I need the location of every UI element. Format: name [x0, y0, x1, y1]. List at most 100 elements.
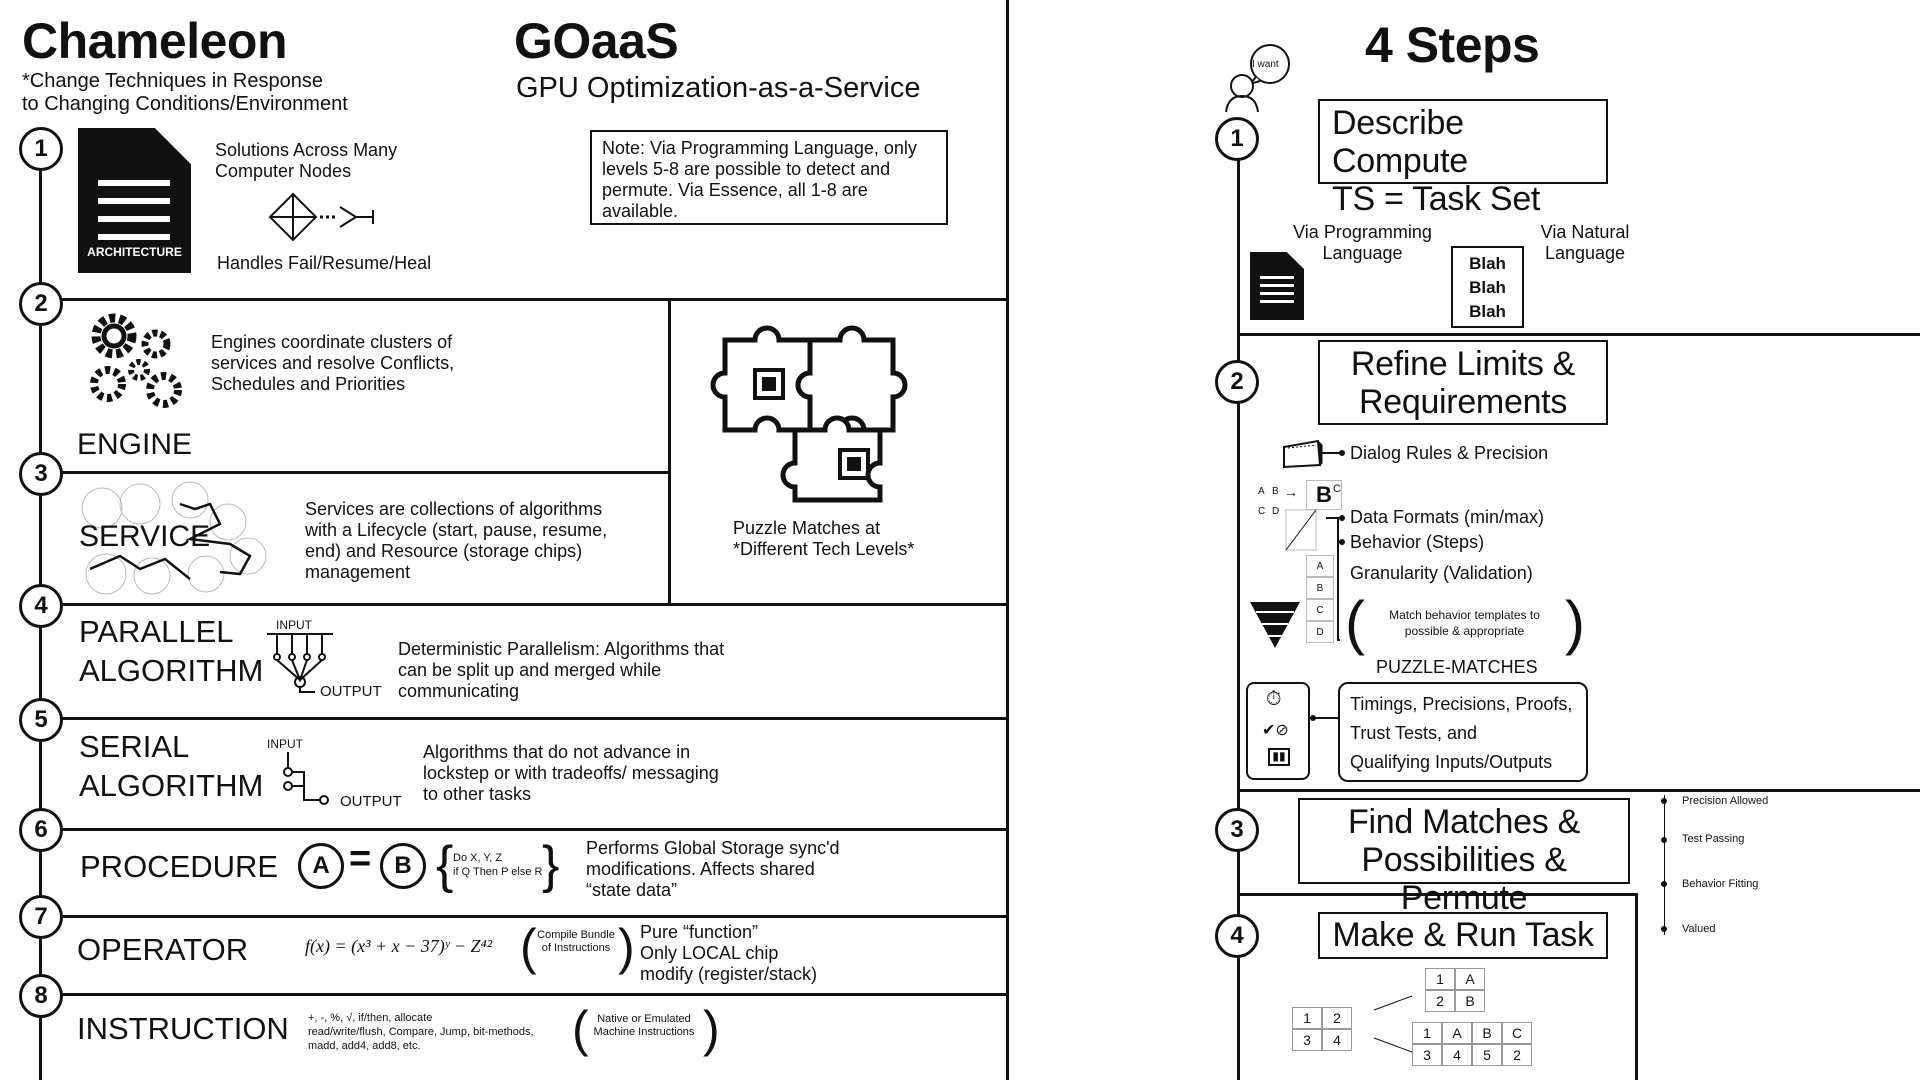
serial-label-2: ALGORITHM	[79, 768, 264, 803]
procedure-equals: =	[349, 838, 372, 880]
level-1-desc-1: Solutions Across Many	[215, 140, 398, 160]
step-1-badge: 1	[1215, 117, 1259, 161]
criteria-test-passing: Test Passing	[1682, 833, 1745, 845]
separator-6	[39, 828, 1008, 831]
operator-formula: f(x) = (x³ + x − 37)ʸ − Z⁴²	[305, 936, 493, 956]
puzzle-divider	[668, 298, 671, 604]
chameleon-subtitle-2: to Changing Conditions/Environment	[22, 93, 348, 115]
via-natural-1: Via Natural	[1540, 222, 1630, 242]
puzzle-icon	[710, 325, 908, 503]
chameleon-title: Chameleon	[22, 13, 288, 69]
procedure-a-circle: A	[298, 843, 344, 889]
procedure-right-brace: }	[542, 836, 560, 894]
template-left-paren: (	[1345, 589, 1365, 656]
blah-box: Blah Blah Blah	[1451, 246, 1524, 328]
level-6-badge: 6	[19, 808, 63, 852]
criteria-valued: Valued	[1682, 923, 1716, 935]
diagonal-cell-icon	[1285, 509, 1317, 551]
level-6-desc: Performs Global Storage sync'd modificat…	[586, 838, 840, 900]
ruler-icon	[1283, 439, 1345, 469]
parallel-label-1: PARALLEL	[79, 614, 234, 649]
step-2-box: Refine Limits & Requirements	[1318, 340, 1608, 425]
step-1-box: Describe Compute TS = Task Set	[1318, 99, 1608, 218]
step-4-box: Make & Run Task	[1318, 912, 1608, 959]
data-formats-text: Data Formats (min/max)	[1350, 507, 1545, 527]
level-3-badge: 3	[19, 452, 63, 496]
parallel-input-label: INPUT	[276, 618, 312, 632]
procedure-brace-line-2: if Q Then P else R	[453, 866, 543, 878]
level-2-badge: 2	[19, 282, 63, 326]
service-label: SERVICE	[79, 520, 211, 553]
instruction-ops-2: read/write/flush, Compare, Jump, bit-met…	[308, 1026, 534, 1038]
person-speaking-icon	[1225, 44, 1290, 113]
step-3-title-1: Find Matches &	[1347, 803, 1580, 841]
abcd-column: A B C D	[1306, 555, 1334, 643]
granularity-text: Granularity (Validation)	[1350, 563, 1533, 583]
instruction-right-paren: )	[703, 1001, 720, 1057]
goaas-note: Note: Via Programming Language, only lev…	[590, 130, 948, 225]
serial-flow-icon	[283, 752, 329, 805]
criteria-precision: Precision Allowed	[1682, 795, 1769, 807]
checks-connector	[1310, 715, 1338, 721]
level-3-desc: Services are collections of algorithms w…	[305, 499, 608, 582]
parallel-label-2: ALGORITHM	[79, 653, 264, 688]
step-3-box: Find Matches & Possibilities & Permute	[1298, 798, 1630, 917]
criteria-line	[1664, 795, 1665, 935]
via-natural-2: Language	[1544, 243, 1626, 263]
gears-icon	[90, 313, 182, 408]
instruction-left-paren: (	[572, 1001, 589, 1057]
serial-label-1: SERIAL	[79, 729, 190, 764]
architecture-document-icon: ARCHITECTURE	[78, 128, 191, 273]
level-7-desc-1: Pure “function”	[640, 922, 759, 942]
procedure-label: PROCEDURE	[80, 849, 279, 884]
match-templates-1: Match behavior templates to	[1389, 608, 1540, 622]
chameleon-subtitle-1: *Change Techniques in Response	[22, 70, 323, 92]
separator-5	[39, 717, 1008, 720]
right-spine	[1237, 118, 1240, 1080]
step-3-badge: 3	[1215, 808, 1259, 852]
parallel-output-label: OUTPUT	[320, 683, 382, 700]
bar-chart-icon: ▮▮	[1268, 748, 1290, 766]
separator-8	[39, 993, 1008, 996]
right-separator-4	[1237, 893, 1637, 896]
instruction-label: INSTRUCTION	[77, 1011, 289, 1046]
level-4-desc: Deterministic Parallelism: Algorithms th…	[398, 639, 725, 701]
operator-paren-text: Compile Bundle of Instructions	[537, 929, 615, 954]
procedure-brace-line-1: Do X, Y, Z	[453, 852, 503, 864]
step-4-title-1: Make & Run Task	[1332, 916, 1594, 954]
level-1-desc-2: Computer Nodes	[215, 161, 352, 181]
node-network-icon	[268, 192, 374, 242]
step-4-badge: 4	[1215, 914, 1259, 958]
separator-4	[39, 603, 1008, 606]
level-5-desc: Algorithms that do not advance in lockst…	[423, 742, 719, 804]
timings-line-2: Trust Tests, and	[1350, 723, 1478, 743]
bracket-connector	[1326, 515, 1345, 641]
timings-line-1: Timings, Precisions, Proofs,	[1350, 694, 1573, 714]
procedure-left-brace: {	[436, 836, 454, 894]
via-programming-1: Via Programming	[1293, 222, 1432, 242]
timings-box: Timings, Precisions, Proofs, Trust Tests…	[1338, 682, 1588, 782]
checks-panel: ⏱ ✔⊘ ▮▮	[1246, 682, 1310, 780]
criteria-behavior-fitting: Behavior Fitting	[1682, 878, 1759, 890]
parallel-flow-icon	[267, 633, 333, 693]
goaas-title: GOaaS	[514, 13, 679, 69]
step-2-title-2: Requirements	[1358, 383, 1568, 421]
step-3-title-2: Possibilities & Permute	[1361, 841, 1567, 917]
blah-line-1: Blah	[1469, 254, 1506, 273]
four-steps-title: 4 Steps	[1365, 17, 1540, 73]
data-format-grid-icon: A B C D →	[1258, 484, 1298, 517]
match-templates-2: possible & appropriate	[1404, 624, 1525, 638]
big-b-cell: B	[1306, 480, 1342, 510]
center-divider	[1006, 0, 1009, 1080]
instruction-ops-3: madd, add4, add8, etc.	[308, 1040, 421, 1052]
step-1-title-2: TS = Task Set	[1332, 180, 1541, 218]
puzzle-matches-label: PUZZLE-MATCHES	[1376, 657, 1538, 677]
level-1-desc-3: Handles Fail/Resume/Heal	[217, 253, 432, 273]
separator-7	[39, 915, 1008, 918]
template-right-paren: )	[1565, 589, 1585, 656]
step-2-title-1: Refine Limits &	[1350, 345, 1576, 383]
puzzle-caption-1: Puzzle Matches at	[733, 518, 881, 538]
level-1-badge: 1	[19, 127, 63, 171]
funnel-icon	[1250, 602, 1300, 648]
instruction-ops-1: +, -, %, √, if/then, allocate	[308, 1012, 433, 1024]
